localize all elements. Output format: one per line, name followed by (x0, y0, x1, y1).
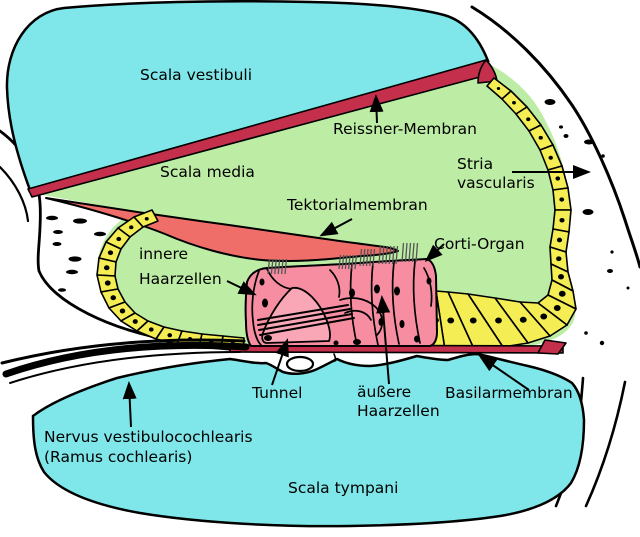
label-text: innere (139, 245, 189, 263)
hair-cell-divider-3 (391, 261, 400, 345)
arrow-nervus (122, 381, 137, 428)
basilar-membrane-end-wedge (537, 339, 567, 355)
arrow-corti (424, 243, 445, 263)
label-corti-organ: Corti-Organ (434, 235, 525, 254)
small-mark (333, 353, 337, 362)
label-text: (Ramus cochlearis) (44, 448, 193, 466)
label-text: vascularis (457, 174, 535, 192)
tunnel-fiber-3 (258, 313, 353, 331)
label-nervus-vestibulocochlearis: Nervus vestibulocochlearis (Ramus cochlea… (44, 427, 253, 467)
vessel-oval (285, 355, 315, 373)
cell-nuclei (259, 277, 432, 346)
label-text: Scala vestibuli (140, 66, 253, 84)
tunnel-fiber-4 (259, 317, 355, 336)
arrow-innere (226, 280, 257, 296)
arrow-reissner (369, 94, 384, 124)
label-text: Scala tympani (288, 479, 399, 497)
label-tektorialmembran: Tektorialmembran (287, 196, 428, 215)
label-basilarmembran: Basilarmembran (445, 384, 573, 403)
arrow-tektorial (319, 218, 353, 237)
cell-curve-5 (329, 269, 341, 298)
bone-dots-right (544, 99, 630, 346)
tunnel-fiber-2 (257, 308, 351, 326)
arrow-tunnel (271, 338, 289, 386)
stereocilia-tufts (267, 242, 419, 275)
arrow-aussere (376, 295, 391, 385)
label-text: Tektorialmembran (287, 196, 428, 214)
hair-cell-divider-1 (349, 263, 358, 346)
label-text: Haarzellen (357, 402, 440, 420)
cochlear-nerve-fibers (0, 338, 250, 384)
hair-cell-divider-4 (412, 260, 421, 344)
label-text: Basilarmembran (445, 384, 573, 402)
nerve-strand-upper (0, 338, 246, 365)
label-text: Tunnel (252, 384, 303, 402)
label-scala-media: Scala media (160, 163, 255, 182)
membrane-junction-wedge (477, 59, 498, 84)
label-tunnel: Tunnel (252, 384, 302, 403)
scala-tympani-region (31, 352, 586, 528)
label-text: Stria (457, 155, 494, 173)
bottom-right-arc-outer (584, 380, 627, 508)
label-scala-vestibuli: Scala vestibuli (140, 66, 252, 85)
label-text: äußere (357, 383, 412, 401)
bone-dashes-left (46, 215, 106, 292)
label-reissner-membran: Reissner-Membran (333, 120, 477, 139)
scala-vestibuli-region (5, 0, 490, 192)
label-text: Scala media (160, 163, 255, 181)
tunnel-fiber-1 (257, 304, 349, 321)
left-bone-inner-line (0, 165, 30, 223)
annotation-arrows (122, 94, 591, 428)
outer-bone-arc (470, 5, 640, 269)
cell-curve-3 (344, 310, 372, 321)
nerve-strand-lower (9, 351, 241, 384)
label-scala-tympani: Scala tympani (288, 479, 398, 498)
nerve-trunk (2, 341, 250, 378)
label-text: Nervus vestibulocochlearis (44, 428, 253, 446)
arrow-basilar (478, 355, 530, 391)
label-text: Haarzellen (139, 270, 222, 288)
cell-curve-4 (423, 267, 433, 307)
label-text: Reissner-Membran (333, 120, 477, 138)
corti-organ-group (244, 258, 438, 347)
label-text: Corti-Organ (434, 235, 525, 253)
scala-media-region (28, 63, 576, 352)
